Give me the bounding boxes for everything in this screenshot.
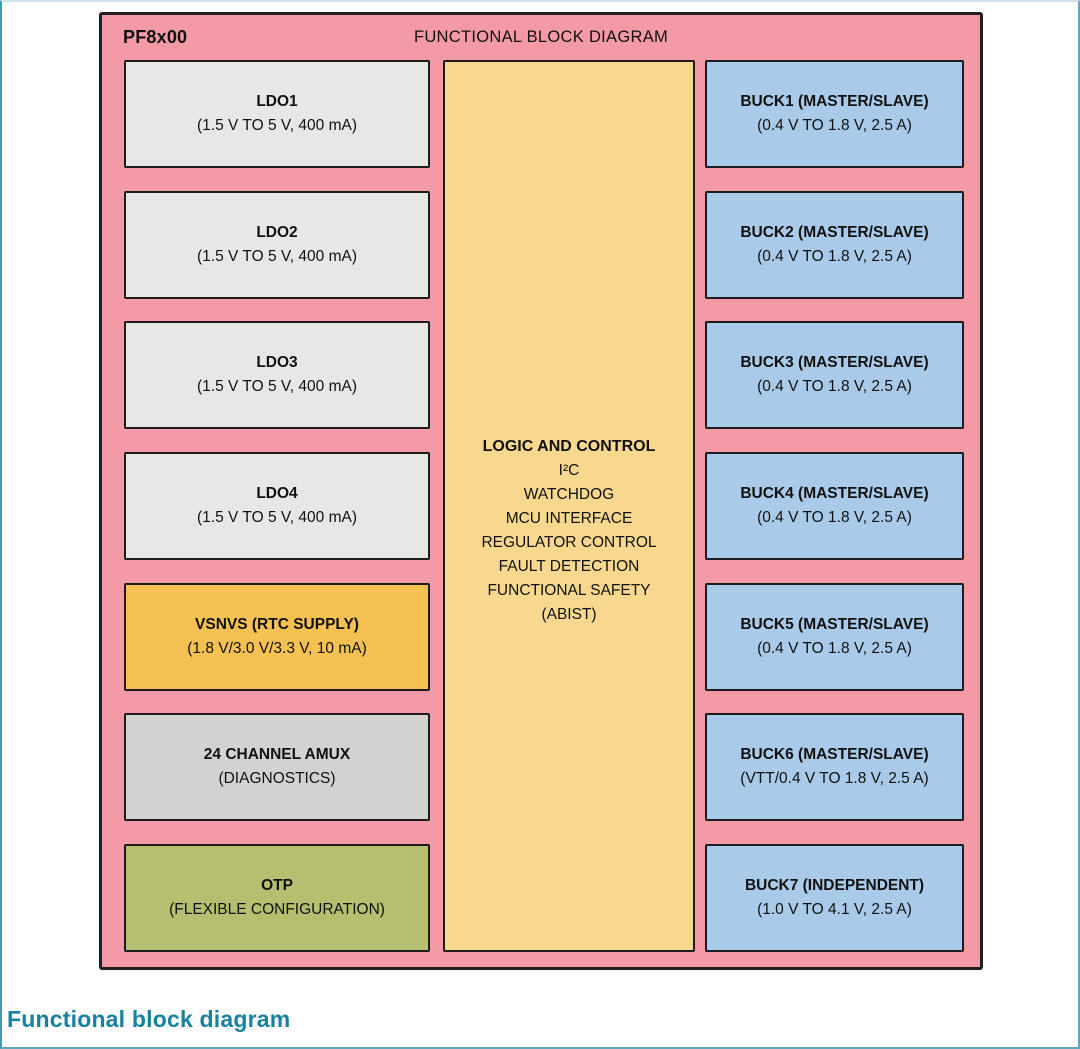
logic-and-control-functions: I²C WATCHDOG MCU INTERFACE REGULATOR CONTRO… [481, 459, 656, 627]
figure-caption: Functional block diagram [7, 1006, 291, 1032]
block-title: LDO4 [256, 484, 298, 502]
block-subtitle: (VTT/0.4 V TO 1.8 V, 2.5 A) [740, 770, 929, 788]
block-buck1: BUCK1 (MASTER/SLAVE) (0.4 V TO 1.8 V, 2.5… [705, 60, 964, 168]
block-title: BUCK2 (MASTER/SLAVE) [740, 223, 929, 241]
logic-function-line: FUNCTIONAL SAFETY [487, 582, 651, 599]
block-vsnvs: VSNVS (RTC SUPPLY) (1.8 V/3.0 V/3.3 V, 10… [124, 582, 430, 691]
block-subtitle: (0.4 V TO 1.8 V, 2.5 A) [757, 378, 912, 396]
right-column-bucks: BUCK1 (MASTER/SLAVE) (0.4 V TO 1.8 V, 2.5… [705, 60, 964, 952]
block-subtitle: (1.5 V TO 5 V, 400 mA) [197, 247, 357, 265]
block-amux: 24 CHANNEL AMUX (DIAGNOSTICS) [124, 713, 430, 822]
block-buck7: BUCK7 (INDEPENDENT) (1.0 V TO 4.1 V, 2.5 … [705, 843, 964, 952]
block-title: BUCK6 (MASTER/SLAVE) [740, 746, 929, 764]
block-subtitle: (1.8 V/3.0 V/3.3 V, 10 mA) [187, 639, 367, 657]
block-subtitle: (0.4 V TO 1.8 V, 2.5 A) [757, 117, 912, 134]
block-title: LDO2 [256, 223, 298, 241]
block-otp: OTP (FLEXIBLE CONFIGURATION) [124, 843, 430, 952]
logic-function-line: MCU INTERFACE [505, 510, 633, 527]
block-buck4: BUCK4 (MASTER/SLAVE) (0.4 V TO 1.8 V, 2.5… [705, 451, 964, 560]
block-buck6: BUCK6 (MASTER/SLAVE) (VTT/0.4 V TO 1.8 V,… [705, 713, 964, 822]
logic-function-line: FAULT DETECTION [498, 558, 640, 575]
chip-name-label: PF8x00 [123, 27, 188, 47]
logic-and-control-title: LOGIC AND CONTROL [482, 438, 656, 455]
block-subtitle: (0.4 V TO 1.8 V, 2.5 A) [757, 508, 912, 526]
block-title: VSNVS (RTC SUPPLY) [195, 615, 359, 633]
functional-block-diagram-panel: PF8x00 FUNCTIONAL BLOCK DIAGRAM LDO1 (1.5… [99, 12, 983, 970]
block-subtitle: (1.5 V TO 5 V, 400 mA) [197, 378, 357, 396]
logic-and-control-block: LOGIC AND CONTROL I²C WATCHDOG MCU INTERFA… [443, 60, 695, 952]
block-ldo2: LDO2 (1.5 V TO 5 V, 400 mA) [124, 190, 430, 299]
logic-function-line: WATCHDOG [523, 486, 615, 503]
block-ldo1: LDO1 (1.5 V TO 5 V, 400 mA) [124, 60, 430, 168]
block-subtitle: (FLEXIBLE CONFIGURATION) [169, 900, 385, 918]
block-subtitle: (DIAGNOSTICS) [218, 770, 336, 788]
block-title: OTP [261, 876, 293, 894]
logic-function-line: REGULATOR CONTROL [481, 534, 657, 551]
block-title: BUCK4 (MASTER/SLAVE) [740, 484, 929, 502]
left-column-regulators: LDO1 (1.5 V TO 5 V, 400 mA) LDO2 (1.5 V TO … [124, 60, 430, 952]
block-subtitle: (1.5 V TO 5 V, 400 mA) [197, 117, 357, 134]
block-title: 24 CHANNEL AMUX [203, 746, 351, 764]
block-title: LDO1 [256, 93, 298, 110]
block-subtitle: (0.4 V TO 1.8 V, 2.5 A) [757, 639, 912, 657]
logic-function-line: (ABIST) [541, 606, 597, 623]
block-buck5: BUCK5 (MASTER/SLAVE) (0.4 V TO 1.8 V, 2.5… [705, 582, 964, 691]
block-ldo3: LDO3 (1.5 V TO 5 V, 400 mA) [124, 321, 430, 430]
block-ldo4: LDO4 (1.5 V TO 5 V, 400 mA) [124, 451, 430, 560]
block-subtitle: (1.5 V TO 5 V, 400 mA) [197, 508, 357, 526]
block-title: BUCK1 (MASTER/SLAVE) [740, 93, 929, 110]
block-title: BUCK3 (MASTER/SLAVE) [740, 354, 929, 372]
logic-function-line: I²C [558, 462, 580, 479]
block-title: LDO3 [256, 354, 298, 372]
block-title: BUCK5 (MASTER/SLAVE) [740, 615, 929, 633]
block-subtitle: (0.4 V TO 1.8 V, 2.5 A) [757, 247, 912, 265]
block-buck2: BUCK2 (MASTER/SLAVE) (0.4 V TO 1.8 V, 2.5… [705, 190, 964, 299]
diagram-title: FUNCTIONAL BLOCK DIAGRAM [413, 28, 669, 46]
block-title: BUCK7 (INDEPENDENT) [744, 876, 925, 894]
block-subtitle: (1.0 V TO 4.1 V, 2.5 A) [757, 900, 912, 918]
block-buck3: BUCK3 (MASTER/SLAVE) (0.4 V TO 1.8 V, 2.5… [705, 321, 964, 430]
